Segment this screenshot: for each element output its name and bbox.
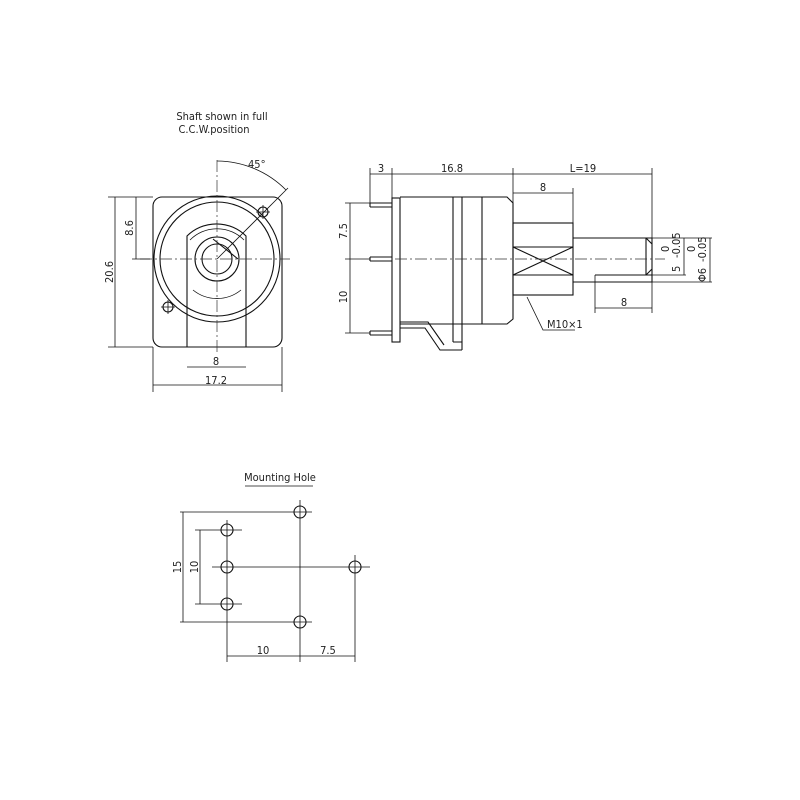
tol-flat-lower: -0.05 xyxy=(670,232,683,258)
dim-lines xyxy=(369,168,653,238)
hole xyxy=(293,505,307,519)
tol-dia-lower: -0.05 xyxy=(696,236,709,262)
dim-pin: 3 xyxy=(378,162,384,175)
bushing xyxy=(512,222,574,296)
hole xyxy=(348,560,362,574)
dim-flat: 8 xyxy=(213,355,219,368)
screw-hole-crosshairs xyxy=(161,205,270,314)
side-view: 3 16.8 L=19 8 7.5 10 8 5 0 -0.05 Φ6 0 -0… xyxy=(337,162,712,351)
dim-lines xyxy=(345,202,370,334)
pins xyxy=(369,202,392,336)
dim-lower: 10 xyxy=(337,291,350,304)
body-lines xyxy=(452,197,483,350)
front-note-line2: C.C.W.position xyxy=(179,123,250,136)
bushing-hex-mark xyxy=(512,246,574,276)
dim-bushing: 8 xyxy=(540,181,546,194)
thread-label: M10×1 xyxy=(547,318,583,331)
mounting-hole-view: Mounting Hole 15 10 10 7.5 xyxy=(171,471,370,662)
bracket xyxy=(400,321,462,351)
shaft xyxy=(573,237,653,283)
dim-lines xyxy=(132,197,150,260)
dim-outer: 15 xyxy=(171,561,184,574)
front-note-line1: Shaft shown in full xyxy=(176,110,267,123)
flange xyxy=(391,197,401,343)
dim-h1: 10 xyxy=(257,644,270,657)
hole xyxy=(220,597,234,611)
dim-lines xyxy=(152,347,283,392)
hole xyxy=(220,560,234,574)
dim-inner: 10 xyxy=(188,561,201,574)
mounting-hole-title: Mounting Hole xyxy=(244,471,316,484)
dim-lines xyxy=(180,500,370,662)
dim-center: 8.6 xyxy=(123,220,136,236)
dim-lines xyxy=(594,275,653,313)
dim-height: 20.6 xyxy=(103,261,116,283)
dim-lines xyxy=(513,188,574,223)
tol-dia-upper: 0 xyxy=(685,246,698,252)
angle-arc xyxy=(216,160,287,191)
dim-flat-len: 8 xyxy=(621,296,627,309)
tol-dia: Φ6 xyxy=(696,268,709,282)
hole xyxy=(293,615,307,629)
dim-width: 17.2 xyxy=(205,374,227,387)
arc-detail xyxy=(192,289,242,299)
angle-label: 45° xyxy=(248,158,266,171)
dim-lines xyxy=(108,196,153,348)
front-view: Shaft shown in full C.C.W.position 45° 2… xyxy=(103,110,290,392)
body xyxy=(400,196,514,325)
thread-leader xyxy=(526,296,575,331)
center-lines xyxy=(140,160,290,355)
tolerance-dim-lines xyxy=(652,237,712,283)
dim-length: L=19 xyxy=(570,162,596,175)
angle-leader xyxy=(216,187,289,260)
mounting-plate xyxy=(152,196,283,348)
hole xyxy=(220,523,234,537)
dim-h2: 7.5 xyxy=(320,644,336,657)
tol-flat: 5 xyxy=(670,266,683,272)
dim-body: 16.8 xyxy=(441,162,463,175)
tol-flat-upper: 0 xyxy=(659,246,672,252)
dim-upper: 7.5 xyxy=(337,223,350,239)
